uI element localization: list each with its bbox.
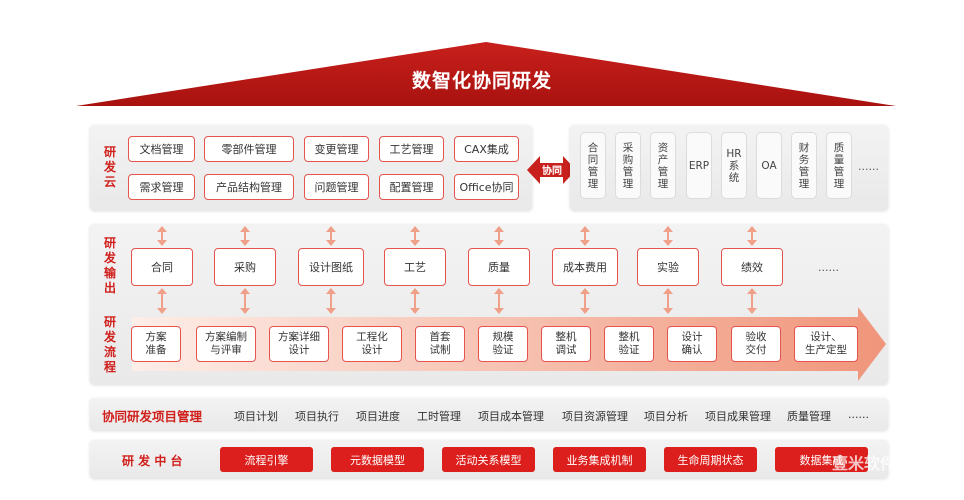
page-title: 数智化协同研发 bbox=[411, 70, 552, 92]
cloud-module-button[interactable]: 变更管理 bbox=[304, 136, 369, 162]
project-management-item[interactable]: 项目成果管理 bbox=[705, 410, 771, 423]
flow-step[interactable]: 方案 准备 bbox=[131, 326, 181, 362]
system-box[interactable]: HR系统 bbox=[721, 132, 747, 199]
cloud-module-button[interactable]: 工艺管理 bbox=[379, 136, 444, 162]
system-box[interactable]: 采购管理 bbox=[615, 132, 641, 199]
output-item[interactable]: 采购 bbox=[214, 248, 276, 286]
output-item[interactable]: 设计图纸 bbox=[298, 248, 364, 286]
middle-platform-label: 研 发 中 台 bbox=[122, 454, 183, 468]
project-management-label: 协同研发项目管理 bbox=[102, 409, 203, 424]
flow-label-text: 研发流程 bbox=[103, 315, 116, 374]
cloud-module-button[interactable]: Office协同 bbox=[454, 174, 519, 200]
middle-platform-button[interactable]: 生命周期状态 bbox=[664, 447, 757, 472]
project-management-item[interactable]: 项目计划 bbox=[234, 410, 278, 423]
output-item[interactable]: 质量 bbox=[468, 248, 530, 286]
project-management-item[interactable]: 项目分析 bbox=[644, 410, 688, 423]
system-box[interactable]: 质量管理 bbox=[826, 132, 852, 199]
system-box[interactable]: 合同管理 bbox=[580, 132, 606, 199]
project-management-item[interactable]: 项目资源管理 bbox=[562, 410, 628, 423]
output-item[interactable]: 工艺 bbox=[384, 248, 446, 286]
cloud-module-button[interactable]: 文档管理 bbox=[128, 136, 195, 162]
sync-connector-label: 协同 bbox=[542, 166, 562, 177]
flow-step[interactable]: 方案编制 与评审 bbox=[196, 326, 256, 362]
system-box[interactable]: 资产管理 bbox=[650, 132, 676, 199]
project-management-item[interactable]: 工时管理 bbox=[417, 410, 461, 423]
flow-step[interactable]: 首套 试制 bbox=[415, 326, 465, 362]
rd-cloud-label-text: 研发云 bbox=[103, 145, 116, 189]
cloud-module-button[interactable]: 问题管理 bbox=[304, 174, 369, 200]
cloud-module-button[interactable]: 需求管理 bbox=[128, 174, 195, 200]
flow-step[interactable]: 整机 调试 bbox=[541, 326, 591, 362]
system-box[interactable]: ERP bbox=[686, 132, 712, 199]
system-box[interactable]: OA bbox=[756, 132, 782, 199]
cloud-module-button[interactable]: 产品结构管理 bbox=[204, 174, 294, 200]
output-item[interactable]: 合同 bbox=[131, 248, 193, 286]
flow-step[interactable]: 工程化 设计 bbox=[342, 326, 402, 362]
flow-step[interactable]: 设计 确认 bbox=[667, 326, 717, 362]
project-management-item[interactable]: ...... bbox=[848, 408, 869, 421]
output-more: ...... bbox=[818, 261, 839, 274]
middle-platform-button[interactable]: 元数据模型 bbox=[331, 447, 424, 472]
middle-platform-button[interactable]: 活动关系模型 bbox=[442, 447, 535, 472]
cloud-module-button[interactable]: CAX集成 bbox=[454, 136, 519, 162]
project-management-panel bbox=[90, 398, 888, 430]
project-management-item[interactable]: 项目执行 bbox=[295, 410, 339, 423]
project-management-item[interactable]: 项目进度 bbox=[356, 410, 400, 423]
flow-step[interactable]: 规模 验证 bbox=[478, 326, 528, 362]
systems-more: ...... bbox=[858, 160, 879, 173]
project-management-item[interactable]: 项目成本管理 bbox=[478, 410, 544, 423]
watermark: 壹米软件 bbox=[832, 454, 890, 473]
middle-platform-button[interactable]: 流程引擎 bbox=[220, 447, 313, 472]
flow-step[interactable]: 整机 验证 bbox=[604, 326, 654, 362]
middle-platform-button[interactable]: 数据集成 bbox=[775, 447, 868, 472]
flow-step[interactable]: 方案详细 设计 bbox=[269, 326, 329, 362]
flow-step[interactable]: 验收 交付 bbox=[731, 326, 781, 362]
project-management-item[interactable]: 质量管理 bbox=[787, 410, 831, 423]
flow-label: 研发流程 bbox=[103, 315, 117, 375]
output-item[interactable]: 绩效 bbox=[721, 248, 783, 286]
system-box[interactable]: 财务管理 bbox=[791, 132, 817, 199]
flow-step[interactable]: 设计、 生产定型 bbox=[794, 326, 858, 362]
middle-platform-button[interactable]: 业务集成机制 bbox=[553, 447, 646, 472]
output-item[interactable]: 成本费用 bbox=[552, 248, 618, 286]
output-label-text: 研发输出 bbox=[103, 236, 116, 295]
output-item[interactable]: 实验 bbox=[637, 248, 699, 286]
cloud-module-button[interactable]: 零部件管理 bbox=[204, 136, 294, 162]
cloud-module-button[interactable]: 配置管理 bbox=[379, 174, 444, 200]
roof-banner bbox=[76, 42, 896, 106]
rd-cloud-label: 研发云 bbox=[103, 145, 117, 190]
output-label: 研发输出 bbox=[103, 236, 117, 296]
